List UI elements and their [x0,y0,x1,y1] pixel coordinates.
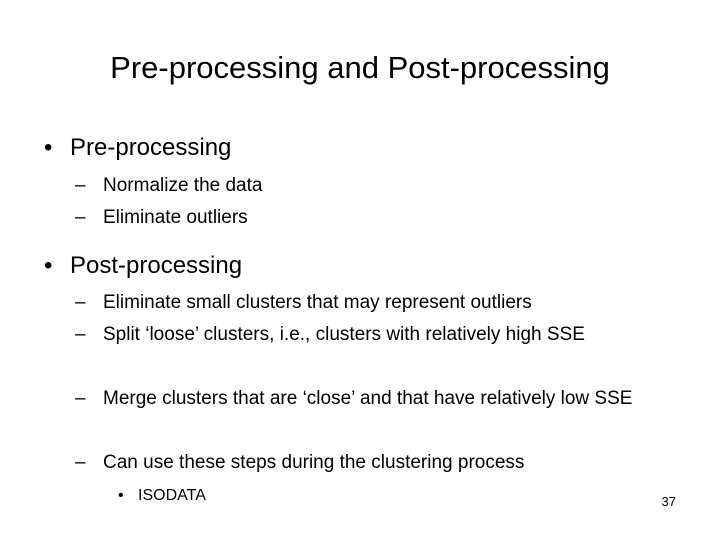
dash-icon: – [75,207,86,228]
sub-item-merge-close-clusters: – Merge clusters that are ‘close’ and th… [75,387,683,415]
sub-item-eliminate-outliers: – Eliminate outliers [75,206,683,234]
slide-title: Pre-processing and Post-processing [110,50,610,85]
bullet-post-processing: • Post-processing [44,252,242,280]
bullet-icon: • [44,252,53,279]
sub-item-normalize: – Normalize the data [75,174,683,202]
dash-icon: – [75,452,86,473]
bullet-icon: • [44,134,53,161]
sub-item-text: Normalize the data [103,175,263,196]
sub-item-eliminate-small-clusters: – Eliminate small clusters that may repr… [75,291,683,319]
sub-item-text: Eliminate outliers [103,207,248,228]
sub-sub-item-text: ISODATA [138,487,206,504]
dash-icon: – [75,292,86,313]
heading-pre-processing: Pre-processing [70,134,232,161]
sub-item-text: Eliminate small clusters that may repres… [103,292,532,313]
dash-icon: – [75,175,86,196]
page-number: 37 [661,494,676,509]
bullet-pre-processing: • Pre-processing [44,134,231,162]
dash-icon: – [75,388,86,409]
sub-item-split-loose-clusters: – Split ‘loose’ clusters, i.e., clusters… [75,323,683,351]
sub-item-can-use-steps: – Can use these steps during the cluster… [75,451,683,479]
heading-post-processing: Post-processing [70,252,243,279]
sub-item-text: Can use these steps during the clusterin… [103,452,525,473]
dash-icon: – [75,324,86,345]
sub-item-text: Split ‘loose’ clusters, i.e., clusters w… [103,324,585,345]
bullet-icon: • [118,487,124,504]
sub-sub-item-isodata: • ISODATA [118,486,206,506]
sub-item-text: Merge clusters that are ‘close’ and that… [103,388,633,409]
